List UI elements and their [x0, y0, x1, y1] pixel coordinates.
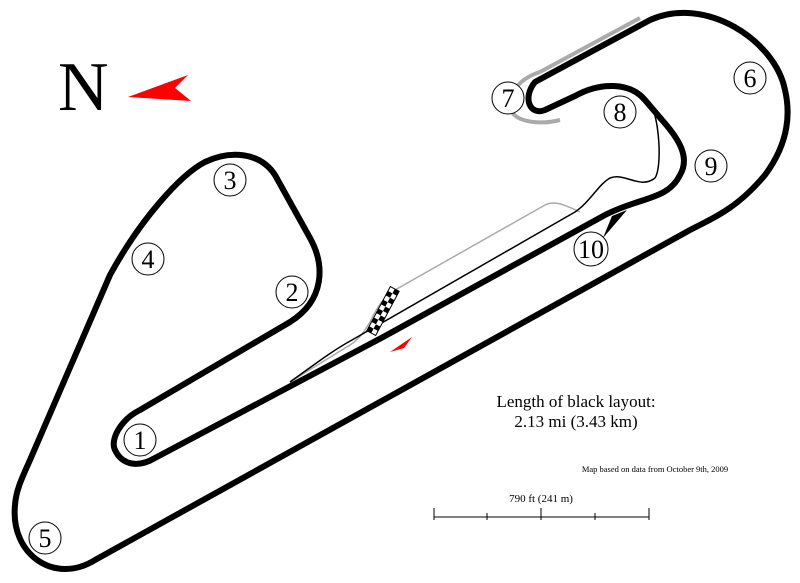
- svg-text:10: 10: [578, 235, 604, 264]
- alt-layout-infield-link: [289, 202, 581, 383]
- svg-text:6: 6: [744, 64, 757, 93]
- source-note: Map based on data from October 9th, 2009: [582, 464, 728, 474]
- svg-text:9: 9: [705, 152, 718, 181]
- race-direction-arrow: [390, 337, 412, 352]
- alt-layout-turn7-top: [539, 16, 641, 74]
- svg-text:3: 3: [224, 166, 237, 195]
- turn-marker-10: 10: [573, 231, 609, 267]
- north-label: N: [58, 49, 109, 126]
- svg-text:5: 5: [39, 524, 52, 553]
- main-track: [11, 9, 791, 572]
- svg-text:8: 8: [614, 98, 627, 127]
- svg-text:1: 1: [134, 426, 147, 455]
- turn-marker-6: 6: [733, 61, 767, 95]
- svg-text:7: 7: [502, 84, 515, 113]
- turn10-marker: [603, 210, 627, 238]
- length-title: Length of black layout:: [496, 392, 655, 411]
- svg-text:2: 2: [286, 278, 299, 307]
- turn-marker-7: 7: [491, 81, 525, 115]
- turn-marker-8: 8: [603, 95, 637, 129]
- turn-marker-2: 2: [275, 275, 309, 309]
- turn-marker-9: 9: [694, 149, 728, 183]
- start-finish-line: [366, 285, 400, 337]
- scale-bar-label: 790 ft (241 m): [509, 493, 573, 505]
- north-arrow-icon: [128, 75, 191, 101]
- turn-marker-4: 4: [131, 242, 165, 276]
- scale-bar: [433, 508, 650, 520]
- length-value: 2.13 mi (3.43 km): [514, 412, 637, 431]
- turn-marker-3: 3: [213, 163, 247, 197]
- svg-text:4: 4: [142, 245, 155, 274]
- turn-marker-1: 1: [123, 423, 157, 457]
- pit-lane-link: [289, 101, 660, 383]
- turn-marker-5: 5: [28, 521, 62, 555]
